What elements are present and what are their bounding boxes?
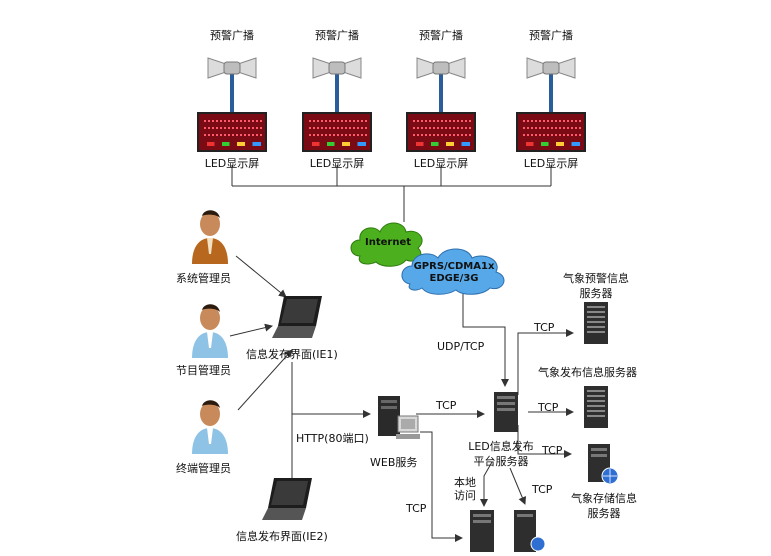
internet-cloud: Internet	[346, 216, 430, 268]
led-display-label: LED显示屏	[523, 157, 579, 170]
laptop-ie1	[272, 294, 324, 340]
program-admin-user	[190, 302, 230, 358]
http-label: HTTP(80端口)	[296, 432, 369, 445]
warning-info-server	[580, 300, 612, 346]
storage-info-server	[584, 442, 620, 486]
server-monitor-icon	[378, 396, 420, 439]
platform-server-line1: LED信息发布	[468, 440, 534, 453]
horn-speaker-icon	[312, 57, 362, 112]
storage-server-line1: 气象存储信息	[571, 492, 637, 505]
web-server	[376, 392, 420, 442]
led-display-panel	[302, 112, 372, 152]
ie2-label: 信息发布界面(IE2)	[236, 530, 328, 543]
server-globe-icon	[588, 444, 619, 485]
internet-label: Internet	[364, 237, 411, 248]
led-display-label: LED显示屏	[204, 157, 260, 170]
udp-tcp-label: UDP/TCP	[437, 340, 485, 353]
mobile-network-line1: GPRS/CDMA1x	[413, 261, 495, 272]
server-tower-icon	[470, 510, 494, 552]
warning-server-line1: 气象预警信息	[563, 272, 629, 285]
server-tower-icon	[494, 392, 518, 432]
tcp-db-label: TCP	[406, 502, 427, 515]
warning-server-line2: 服务器	[579, 287, 613, 300]
local-db-server-2	[510, 508, 548, 552]
horn-speaker-icon	[207, 57, 257, 112]
tcp-web-platform-label: TCP	[436, 399, 457, 412]
terminal-admin-user	[190, 398, 230, 454]
led-display-label: LED显示屏	[413, 157, 469, 170]
mobile-network-cloud: GPRS/CDMA1x EDGE/3G	[398, 244, 510, 296]
horn-speaker-icon	[526, 57, 576, 112]
server-rack-icon	[584, 386, 608, 428]
broadcast-label: 预警广播	[419, 29, 463, 42]
blue-cloud-icon	[401, 248, 505, 295]
system-admin-user	[190, 208, 230, 264]
ie1-label: 信息发布界面(IE1)	[246, 348, 338, 361]
local-db-server-1	[466, 508, 498, 552]
local-access-line2: 访问	[454, 489, 476, 502]
web-server-label: WEB服务	[370, 456, 418, 469]
laptop-icon	[262, 478, 312, 520]
led-display-label: LED显示屏	[309, 157, 365, 170]
publish-info-server	[580, 384, 612, 430]
terminal-admin-label: 终端管理员	[176, 462, 231, 475]
broadcast-label: 预警广播	[529, 29, 573, 42]
mobile-network-line2: EDGE/3G	[429, 273, 479, 284]
green-cloud-icon	[350, 222, 423, 267]
person-icon	[192, 304, 228, 358]
tcp-storage-label: TCP	[542, 444, 563, 457]
led-display-panel	[197, 112, 267, 152]
storage-server-line2: 服务器	[587, 507, 621, 520]
publish-server-label: 气象发布信息服务器	[538, 366, 637, 379]
server-rack-icon	[584, 302, 608, 344]
laptop-ie2	[262, 476, 314, 522]
led-display-panel	[516, 112, 586, 152]
tcp-warning-label: TCP	[534, 321, 555, 334]
tcp-publish-label: TCP	[538, 401, 559, 414]
platform-server	[490, 390, 522, 434]
laptop-icon	[272, 296, 322, 338]
broadcast-label: 预警广播	[210, 29, 254, 42]
person-icon	[192, 210, 228, 264]
server-globe-icon	[514, 510, 546, 552]
tcp-local-label: TCP	[532, 483, 553, 496]
system-admin-label: 系统管理员	[176, 272, 231, 285]
led-display-panel	[406, 112, 476, 152]
program-admin-label: 节目管理员	[176, 364, 231, 377]
broadcast-label: 预警广播	[315, 29, 359, 42]
horn-speaker-icon	[416, 57, 466, 112]
platform-server-line2: 平台服务器	[473, 455, 529, 468]
local-access-line1: 本地	[454, 476, 476, 489]
person-icon	[192, 400, 228, 454]
